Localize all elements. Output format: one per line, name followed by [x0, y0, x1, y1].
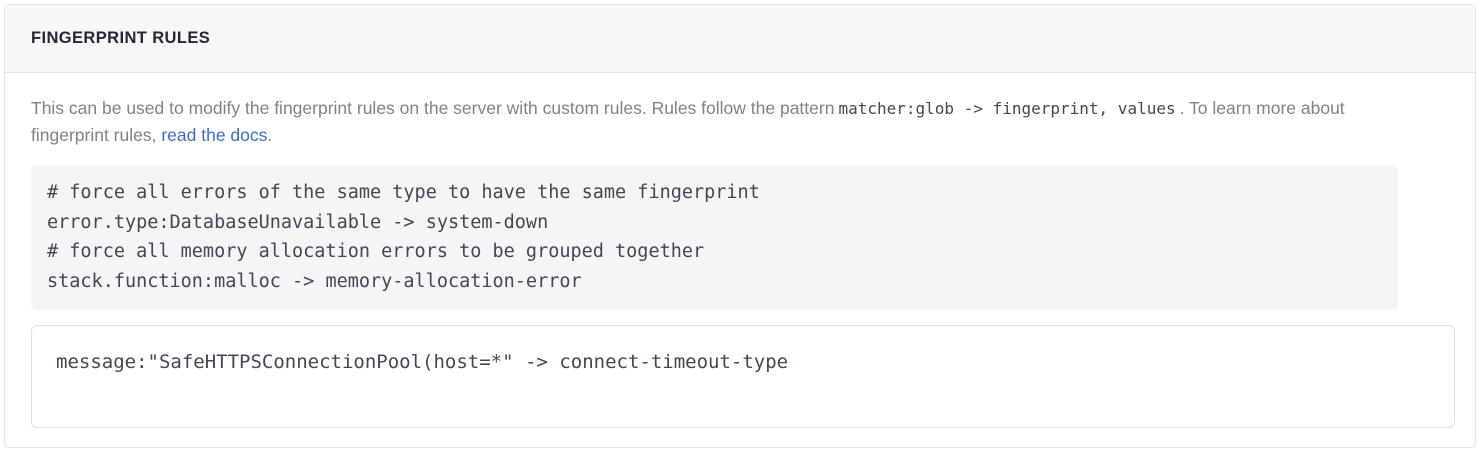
- example-code-text: # force all errors of the same type to h…: [47, 182, 760, 292]
- fingerprint-rules-panel: FINGERPRINT RULES This can be used to mo…: [4, 4, 1476, 448]
- panel-description: This can be used to modify the fingerpri…: [31, 95, 1379, 149]
- page-title: FINGERPRINT RULES: [31, 29, 211, 47]
- description-text-after-code: . To learn more about fingerprint rules,: [31, 98, 1345, 145]
- fingerprint-rules-input[interactable]: [31, 325, 1455, 428]
- description-text-end: .: [267, 125, 273, 145]
- example-code-block: # force all errors of the same type to h…: [31, 165, 1398, 310]
- inline-code-pattern: matcher:glob -> fingerprint, values: [838, 99, 1176, 118]
- panel-header: FINGERPRINT RULES: [5, 5, 1475, 73]
- description-text-before-code: This can be used to modify the fingerpri…: [31, 98, 835, 118]
- panel-body: This can be used to modify the fingerpri…: [5, 73, 1475, 428]
- read-the-docs-link[interactable]: read the docs: [161, 125, 268, 145]
